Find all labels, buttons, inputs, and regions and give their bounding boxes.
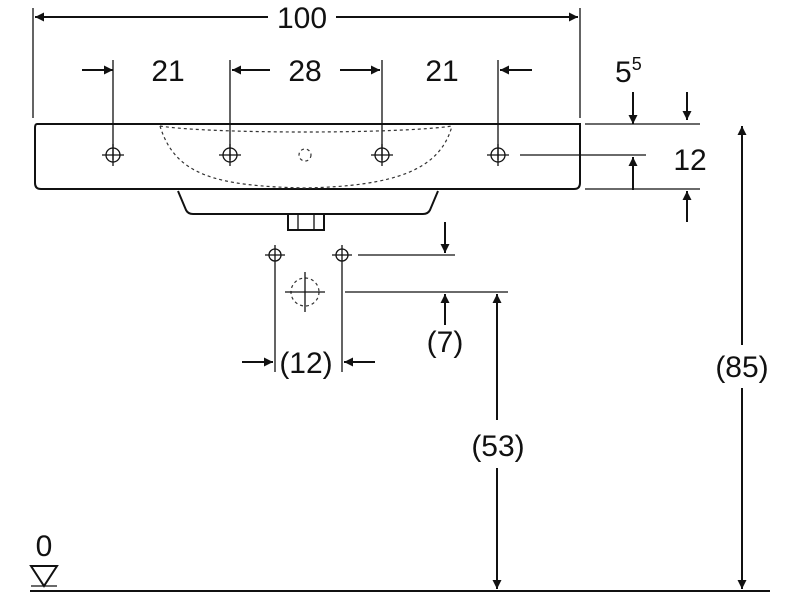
tap-hole-left-icon: [102, 144, 124, 166]
overall-width-dimension: 100: [32, 2, 581, 118]
drain-height-label: (53): [471, 430, 524, 463]
rim-offset-label: 5: [615, 56, 632, 89]
level-marker-icon: [29, 565, 59, 588]
overall-width-label: 100: [277, 2, 327, 35]
drain-outlet-icon: [285, 272, 325, 312]
right-hole-spacing-label: 21: [425, 55, 458, 88]
rim-total-height-dimension: (85): [715, 126, 769, 589]
left-hole-spacing-label: 21: [151, 55, 184, 88]
svg-text:55: 55: [615, 54, 642, 89]
rim-offset-dimension: 55: [615, 54, 692, 124]
supply-holes-icon: [265, 245, 352, 265]
drain-offset-label: (7): [427, 326, 464, 359]
drain-spacing-label: (12): [279, 347, 332, 380]
rim-offset-superscript: 5: [632, 54, 642, 74]
floor-level-label: 0: [36, 530, 53, 563]
rim-height-label: 12: [673, 144, 706, 177]
floor-level: 0: [29, 530, 770, 592]
tap-hole-center-left-icon: [219, 144, 241, 166]
rim-height-dimension: 12: [520, 123, 707, 222]
drain-offset-dimension: (7): [345, 222, 508, 359]
tap-hole-center-right-icon: [371, 144, 393, 166]
drain-height-dimension: (53): [471, 294, 525, 589]
hole-spacing-dimensions: 21 28 21: [82, 55, 532, 160]
tap-hole-right-icon: [487, 144, 509, 166]
basin-outline: [34, 123, 581, 231]
rim-total-height-label: (85): [715, 351, 768, 384]
drain-spacing-dimension: (12): [242, 265, 375, 380]
center-hole-spacing-label: 28: [288, 55, 321, 88]
